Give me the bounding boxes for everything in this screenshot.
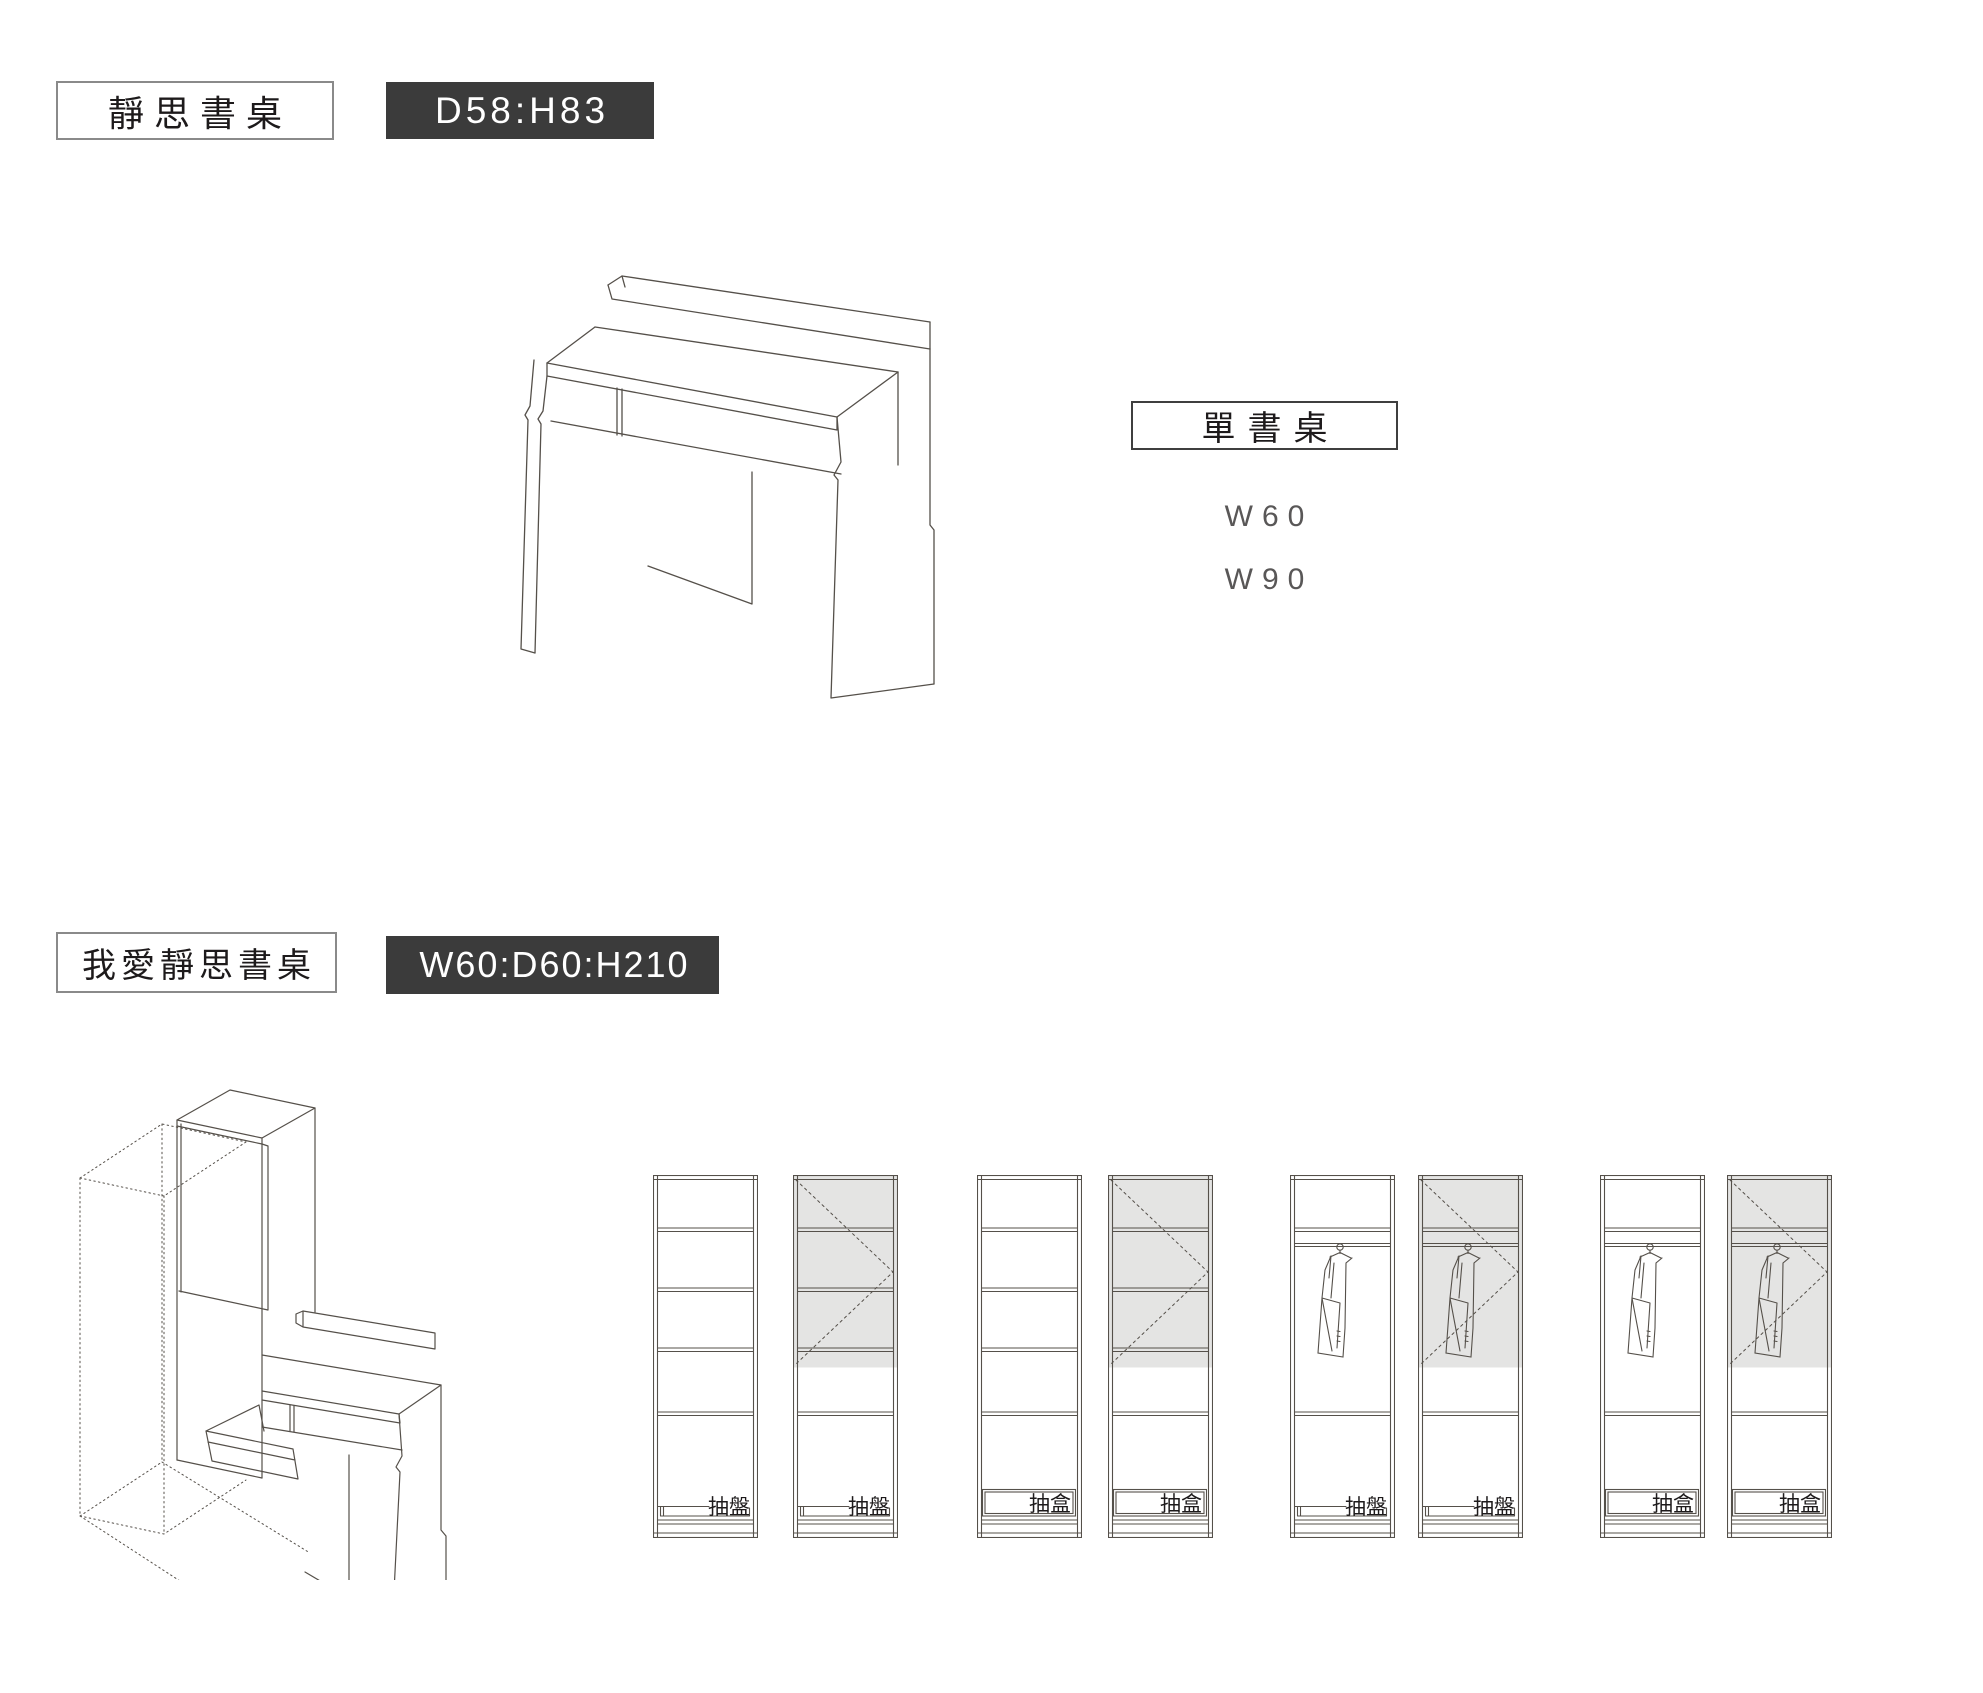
drawer-box-inner — [984, 1491, 1074, 1515]
wardrobe-isometric-drawing — [79, 1089, 447, 1580]
pull-out-tray — [1296, 1506, 1388, 1517]
door-swing-dashes — [1420, 1179, 1519, 1365]
wardrobe-panel-svg: 抽盒 — [977, 1175, 1082, 1538]
wardrobe-panel-svg: 抽盤 — [793, 1175, 898, 1538]
cabinet-drawer-box — [205, 1404, 299, 1480]
door-shade-area — [1418, 1175, 1523, 1368]
panel-frame — [1600, 1175, 1705, 1538]
desk-rail-left-cap — [621, 275, 626, 288]
pull-out-tray — [799, 1506, 891, 1517]
drawer-label: 抽盒 — [1029, 1493, 1071, 1516]
attached-desk-rail — [295, 1310, 436, 1350]
door-swing-dashes — [1110, 1179, 1209, 1365]
panel-frame — [1108, 1175, 1213, 1538]
desk-top-back-edge — [594, 326, 899, 373]
door-swing-dashes — [1729, 1179, 1828, 1365]
hanging-suit-icon — [1317, 1243, 1353, 1358]
width-option-w60: W60 — [1224, 500, 1314, 533]
desk-drawer-divider — [616, 387, 623, 437]
cabinet-top-edge — [176, 1125, 263, 1145]
attached-desk-right-outer — [440, 1384, 447, 1580]
desk-title-box: 靜思書桌 — [56, 81, 334, 140]
panel-frame — [793, 1175, 898, 1538]
desk-isometric-drawing — [520, 275, 935, 699]
desk-interior-lines — [647, 471, 753, 605]
width-option-w90: W90 — [1224, 563, 1314, 596]
wardrobe-panel-svg: 抽盤 — [1290, 1175, 1395, 1538]
drawer-box-inner — [1607, 1491, 1697, 1515]
door-shade-area — [1727, 1175, 1832, 1368]
hanging-suit-icon — [1627, 1243, 1663, 1358]
drawer-label: 抽盤 — [1473, 1496, 1515, 1519]
door-shade-area — [1108, 1175, 1213, 1368]
cabinet-door — [178, 1143, 269, 1311]
panel-frame — [1290, 1175, 1395, 1538]
drawer-label: 抽盒 — [1160, 1493, 1202, 1516]
attached-desk-interior — [304, 1454, 350, 1580]
desk-right-panel-outer — [929, 348, 935, 685]
cabinet-bottom-edge — [176, 1459, 263, 1479]
drawer-box-inner — [1115, 1491, 1205, 1515]
drawer-box — [1731, 1488, 1827, 1517]
hanging-suit-icon — [1754, 1243, 1790, 1358]
desk-rail-top-edge — [607, 275, 931, 323]
panel-frame — [1418, 1175, 1523, 1538]
drawer-box — [1112, 1488, 1208, 1517]
desk-drawer-band — [550, 420, 842, 475]
desk-right-panel-front — [830, 416, 935, 699]
desk-dimension-text: D58:H83 — [434, 89, 610, 131]
drawer-label: 抽盒 — [1779, 1493, 1821, 1516]
pull-out-tray — [659, 1506, 751, 1517]
wardrobe-title-box: 我愛靜思書桌 — [56, 932, 337, 993]
desk-left-panel-outer — [520, 359, 536, 654]
desk-top-left-edge — [546, 326, 596, 364]
drawer-label: 抽盤 — [1345, 1496, 1387, 1519]
panel-frame — [1727, 1175, 1832, 1538]
single-desk-variant-box: 單書桌 — [1131, 401, 1398, 450]
door-shade-area — [793, 1175, 898, 1368]
wardrobe-panel-svg: 抽盤 — [1418, 1175, 1523, 1538]
desk-top-thickness — [546, 362, 838, 431]
panel-frame — [653, 1175, 758, 1538]
desk-left-panel-inner — [534, 375, 548, 654]
pull-out-tray — [1424, 1506, 1516, 1517]
desk-title: 靜思書桌 — [107, 92, 292, 134]
attached-desk-top — [261, 1354, 442, 1415]
drawer-label: 抽盤 — [848, 1496, 890, 1519]
projection-outline — [79, 1123, 311, 1580]
wardrobe-panel-svg: 抽盤 — [653, 1175, 758, 1538]
drawer-label: 抽盒 — [1652, 1493, 1694, 1516]
drawer-box — [1604, 1488, 1700, 1517]
wardrobe-dimension-text: W60:D60:H210 — [419, 944, 690, 985]
attached-desk-drawer-band — [261, 1404, 403, 1451]
attached-desk-thickness — [261, 1399, 401, 1424]
attached-desk-right-panel — [393, 1413, 403, 1580]
door-swing-dashes — [795, 1179, 894, 1365]
wardrobe-title: 我愛靜思書桌 — [82, 947, 316, 985]
wardrobe-panel-svg: 抽盒 — [1727, 1175, 1832, 1538]
panel-frame — [977, 1175, 1082, 1538]
desk-dimension-badge: D58:H83 — [386, 82, 654, 139]
drawer-box-inner — [1734, 1491, 1824, 1515]
desk-rail-bottom-edge — [607, 284, 931, 350]
drawer-label: 抽盤 — [708, 1496, 750, 1519]
hanging-suit-icon — [1445, 1243, 1481, 1358]
single-desk-variant-label: 單書桌 — [1201, 410, 1340, 448]
wardrobe-panel-svg: 抽盒 — [1600, 1175, 1705, 1538]
wardrobe-panel-svg: 抽盒 — [1108, 1175, 1213, 1538]
wardrobe-dimension-badge: W60:D60:H210 — [386, 936, 719, 994]
drawer-box — [981, 1488, 1077, 1517]
